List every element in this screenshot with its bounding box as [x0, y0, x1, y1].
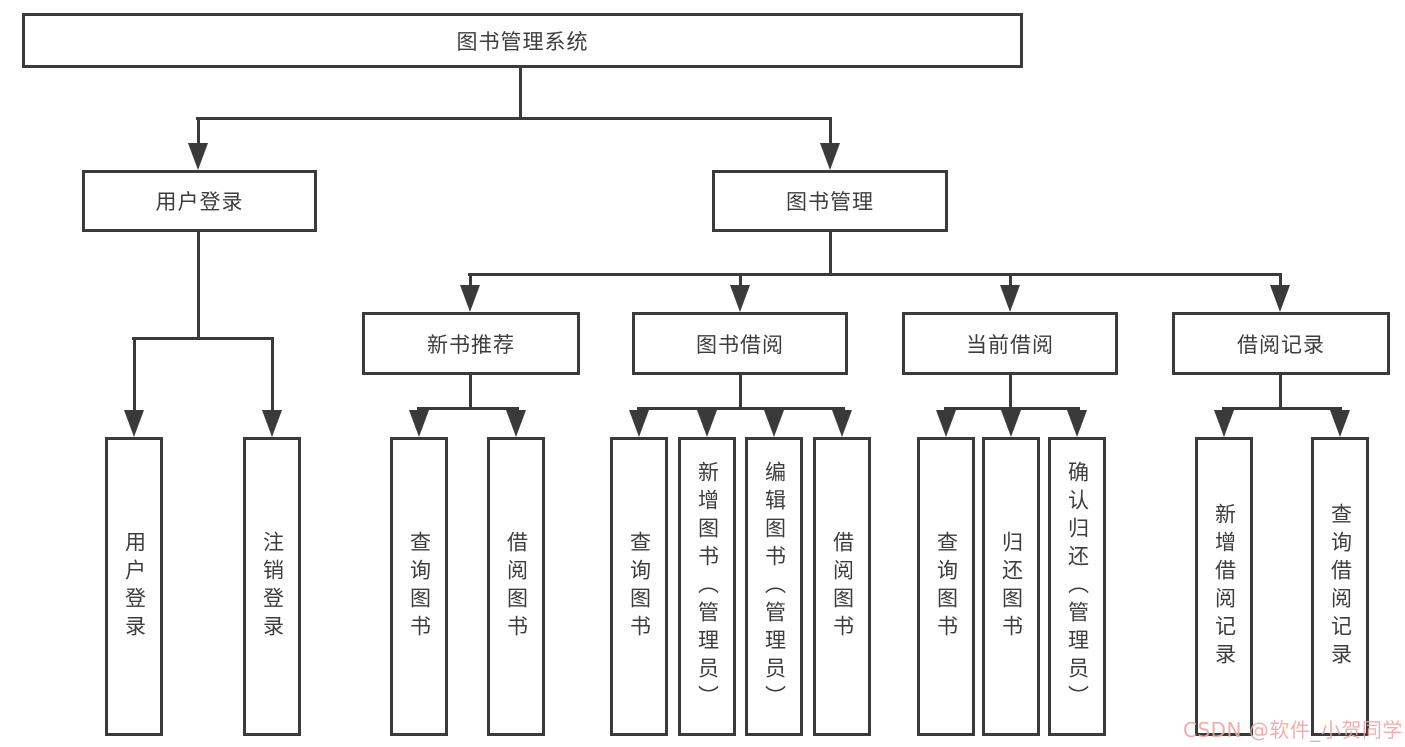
node-borrow-record: 借阅记录 — [1172, 312, 1390, 375]
connector-line — [637, 407, 845, 410]
node-leaf-label: 查询借阅记录 — [1328, 502, 1353, 671]
connector-line — [271, 337, 274, 413]
node-book-management: 图书管理 — [712, 170, 948, 232]
node-leaf-query-borrow-record: 查询借阅记录 — [1311, 437, 1369, 736]
node-current-borrow-label: 当前借阅 — [966, 332, 1054, 357]
node-leaf-query-books: 查询图书 — [390, 437, 448, 736]
node-root-label: 图书管理系统 — [456, 29, 589, 54]
connector-line — [739, 273, 742, 291]
node-leaf-label: 借阅图书 — [830, 530, 855, 643]
node-leaf-label: 查询图书 — [627, 530, 652, 643]
node-leaf-label: 编辑图书（管理员） — [762, 460, 787, 713]
arrow-down-icon — [124, 410, 144, 437]
node-leaf-logout: 注销登录 — [243, 437, 301, 736]
node-leaf-query-books: 查询图书 — [610, 437, 668, 736]
arrow-down-icon — [832, 410, 852, 437]
node-book-management-label: 图书管理 — [786, 190, 874, 214]
arrow-down-icon — [820, 143, 840, 170]
connector-line — [469, 273, 472, 291]
node-current-borrow: 当前借阅 — [902, 312, 1118, 375]
arrow-down-icon — [1270, 285, 1290, 312]
connector-line — [468, 273, 1282, 276]
node-leaf-label: 归还图书 — [999, 530, 1024, 643]
node-leaf-edit-books-admin: 编辑图书（管理员） — [745, 437, 803, 736]
node-leaf-borrow-books: 借阅图书 — [813, 437, 871, 736]
connector-line — [132, 337, 274, 340]
arrow-down-icon — [1000, 285, 1020, 312]
node-leaf-label: 新增借阅记录 — [1212, 502, 1237, 671]
node-leaf-query-books: 查询图书 — [917, 437, 975, 736]
node-leaf-user-login: 用户登录 — [105, 437, 163, 736]
arrow-down-icon — [730, 285, 750, 312]
arrow-down-icon — [764, 410, 784, 437]
node-book-borrow-label: 图书借阅 — [696, 332, 784, 357]
arrow-down-icon — [409, 410, 429, 437]
arrow-down-icon — [1067, 410, 1087, 437]
node-leaf-label: 查询图书 — [407, 530, 432, 643]
connector-line — [739, 375, 742, 410]
arrow-down-icon — [262, 410, 282, 437]
connector-line — [944, 407, 1080, 410]
connector-line — [196, 117, 832, 120]
node-user-login: 用户登录 — [82, 170, 317, 232]
node-user-login-label: 用户登录 — [155, 190, 244, 214]
arrow-down-icon — [629, 410, 649, 437]
connector-line — [1222, 407, 1342, 410]
connector-line — [1279, 375, 1282, 410]
watermark-text: CSDN @软件_小贺同学 — [1183, 718, 1403, 742]
node-leaf-add-borrow-record: 新增借阅记录 — [1195, 437, 1253, 736]
connector-line — [829, 117, 832, 150]
node-leaf-add-books-admin: 新增图书（管理员） — [678, 437, 736, 736]
arrow-down-icon — [1330, 410, 1350, 437]
node-leaf-label: 查询图书 — [934, 530, 959, 643]
node-new-book-recommend-label: 新书推荐 — [427, 332, 515, 357]
node-leaf-borrow-books: 借阅图书 — [487, 437, 545, 736]
node-leaf-label: 新增图书（管理员） — [695, 460, 720, 713]
arrow-down-icon — [936, 410, 956, 437]
node-leaf-return-books: 归还图书 — [982, 437, 1040, 736]
node-new-book-recommend: 新书推荐 — [362, 312, 580, 375]
arrow-down-icon — [188, 143, 208, 170]
connector-line — [197, 117, 200, 150]
connector-line — [1009, 375, 1012, 410]
connector-line — [417, 407, 519, 410]
connector-line — [829, 232, 832, 276]
connector-line — [197, 232, 200, 340]
node-leaf-label: 借阅图书 — [504, 530, 529, 643]
node-leaf-confirm-return-admin: 确认归还（管理员） — [1048, 437, 1106, 736]
connector-line — [1279, 273, 1282, 291]
node-leaf-label: 用户登录 — [122, 530, 147, 643]
node-leaf-label: 确认归还（管理员） — [1065, 460, 1090, 713]
node-leaf-label: 注销登录 — [260, 530, 285, 643]
arrow-down-icon — [697, 410, 717, 437]
node-book-borrow: 图书借阅 — [632, 312, 848, 375]
arrow-down-icon — [460, 285, 480, 312]
arrow-down-icon — [1214, 410, 1234, 437]
connector-line — [1009, 273, 1012, 291]
node-borrow-record-label: 借阅记录 — [1237, 332, 1325, 357]
node-root: 图书管理系统 — [22, 13, 1023, 68]
connector-line — [519, 68, 522, 117]
arrow-down-icon — [506, 410, 526, 437]
arrow-down-icon — [1001, 410, 1021, 437]
connector-line — [469, 375, 472, 410]
connector-line — [133, 337, 136, 413]
